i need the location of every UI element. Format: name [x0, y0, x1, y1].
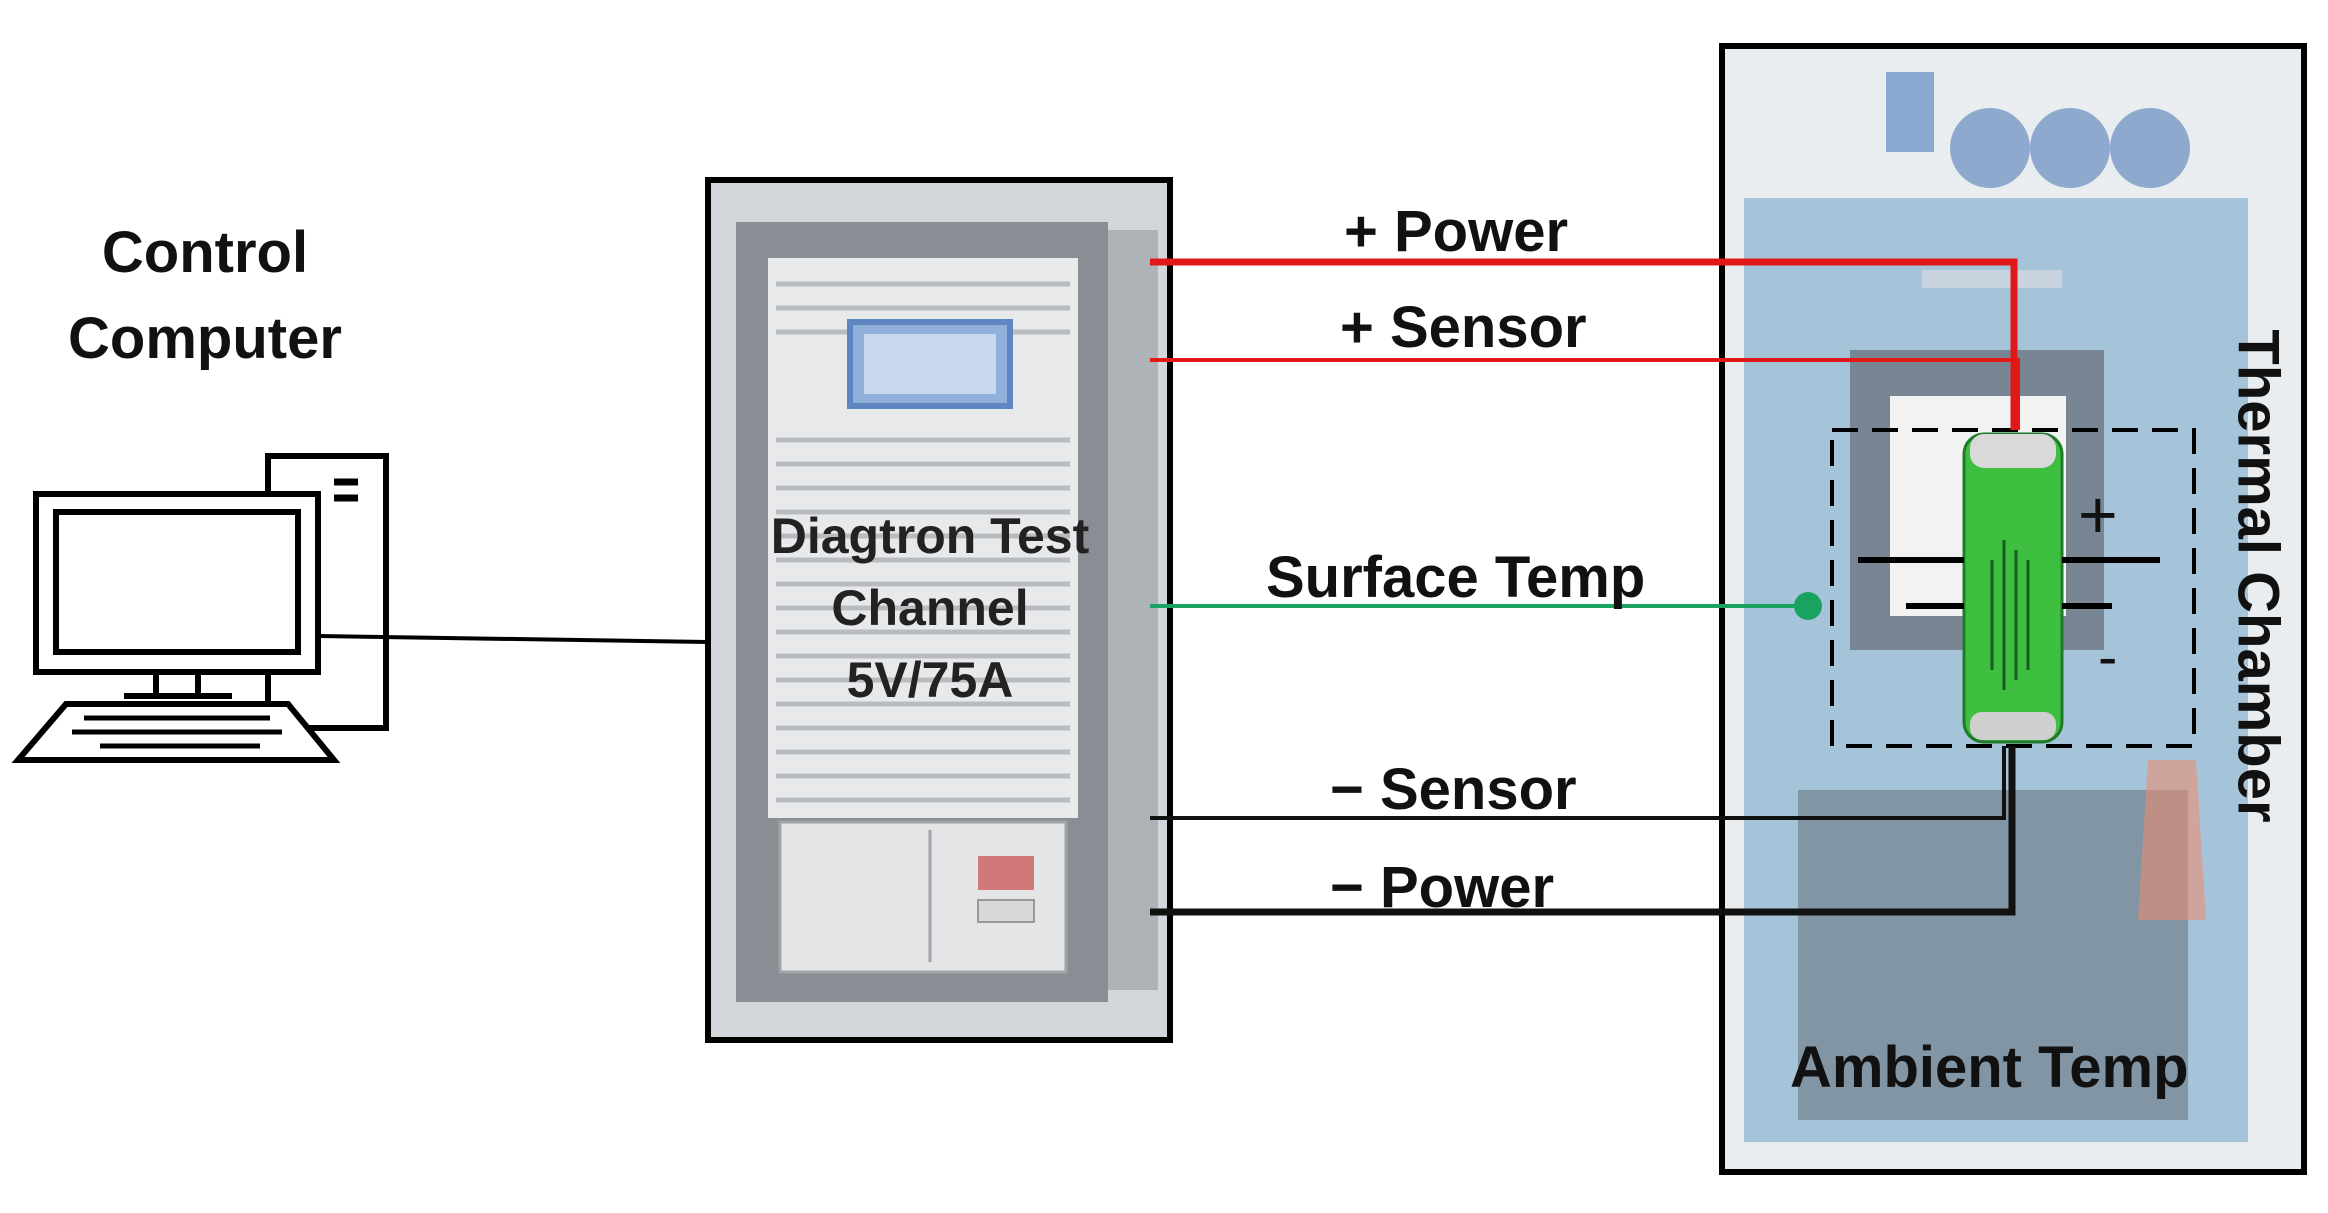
test-channel-line2: Channel [831, 580, 1029, 636]
surface-temp-sensor-dot [1794, 592, 1822, 620]
minus-power-wire [1150, 746, 2016, 916]
test-channel-line1: Diagtron Test [770, 508, 1090, 564]
test-channel-label: Diagtron Test Channel 5V/75A [730, 500, 1130, 716]
plus-sensor-wire [1150, 358, 2020, 430]
minus-power-label: − Power [1330, 855, 1555, 920]
test-channel-cabinet [705, 177, 1173, 1043]
minus-sensor-label: − Sensor [1330, 757, 1577, 822]
battery-minus-label: - [2098, 625, 2118, 690]
plus-sensor-label: + Sensor [1340, 295, 1587, 360]
computer-link-cable [317, 634, 709, 644]
test-channel-line3: 5V/75A [846, 652, 1014, 708]
thermal-chamber-label: Thermal Chamber [2225, 329, 2291, 823]
plus-power-label: + Power [1344, 199, 1569, 264]
battery-symbol-icon [1858, 557, 2160, 609]
surface-temp-label: Surface Temp [1266, 545, 1646, 610]
computer-label: Control Computer [30, 210, 380, 382]
wires [1150, 258, 2020, 916]
computer-label-line1: Control [101, 220, 309, 285]
battery-plus-label: + [2078, 477, 2118, 553]
ambient-temp-label: Ambient Temp [1790, 1035, 2189, 1100]
battery-cell-icon [1962, 432, 2064, 744]
desktop-computer-icon [11, 453, 389, 763]
computer-label-line2: Computer [68, 306, 342, 371]
minus-sensor-wire [1150, 746, 2006, 820]
plus-power-wire [1150, 258, 2018, 430]
